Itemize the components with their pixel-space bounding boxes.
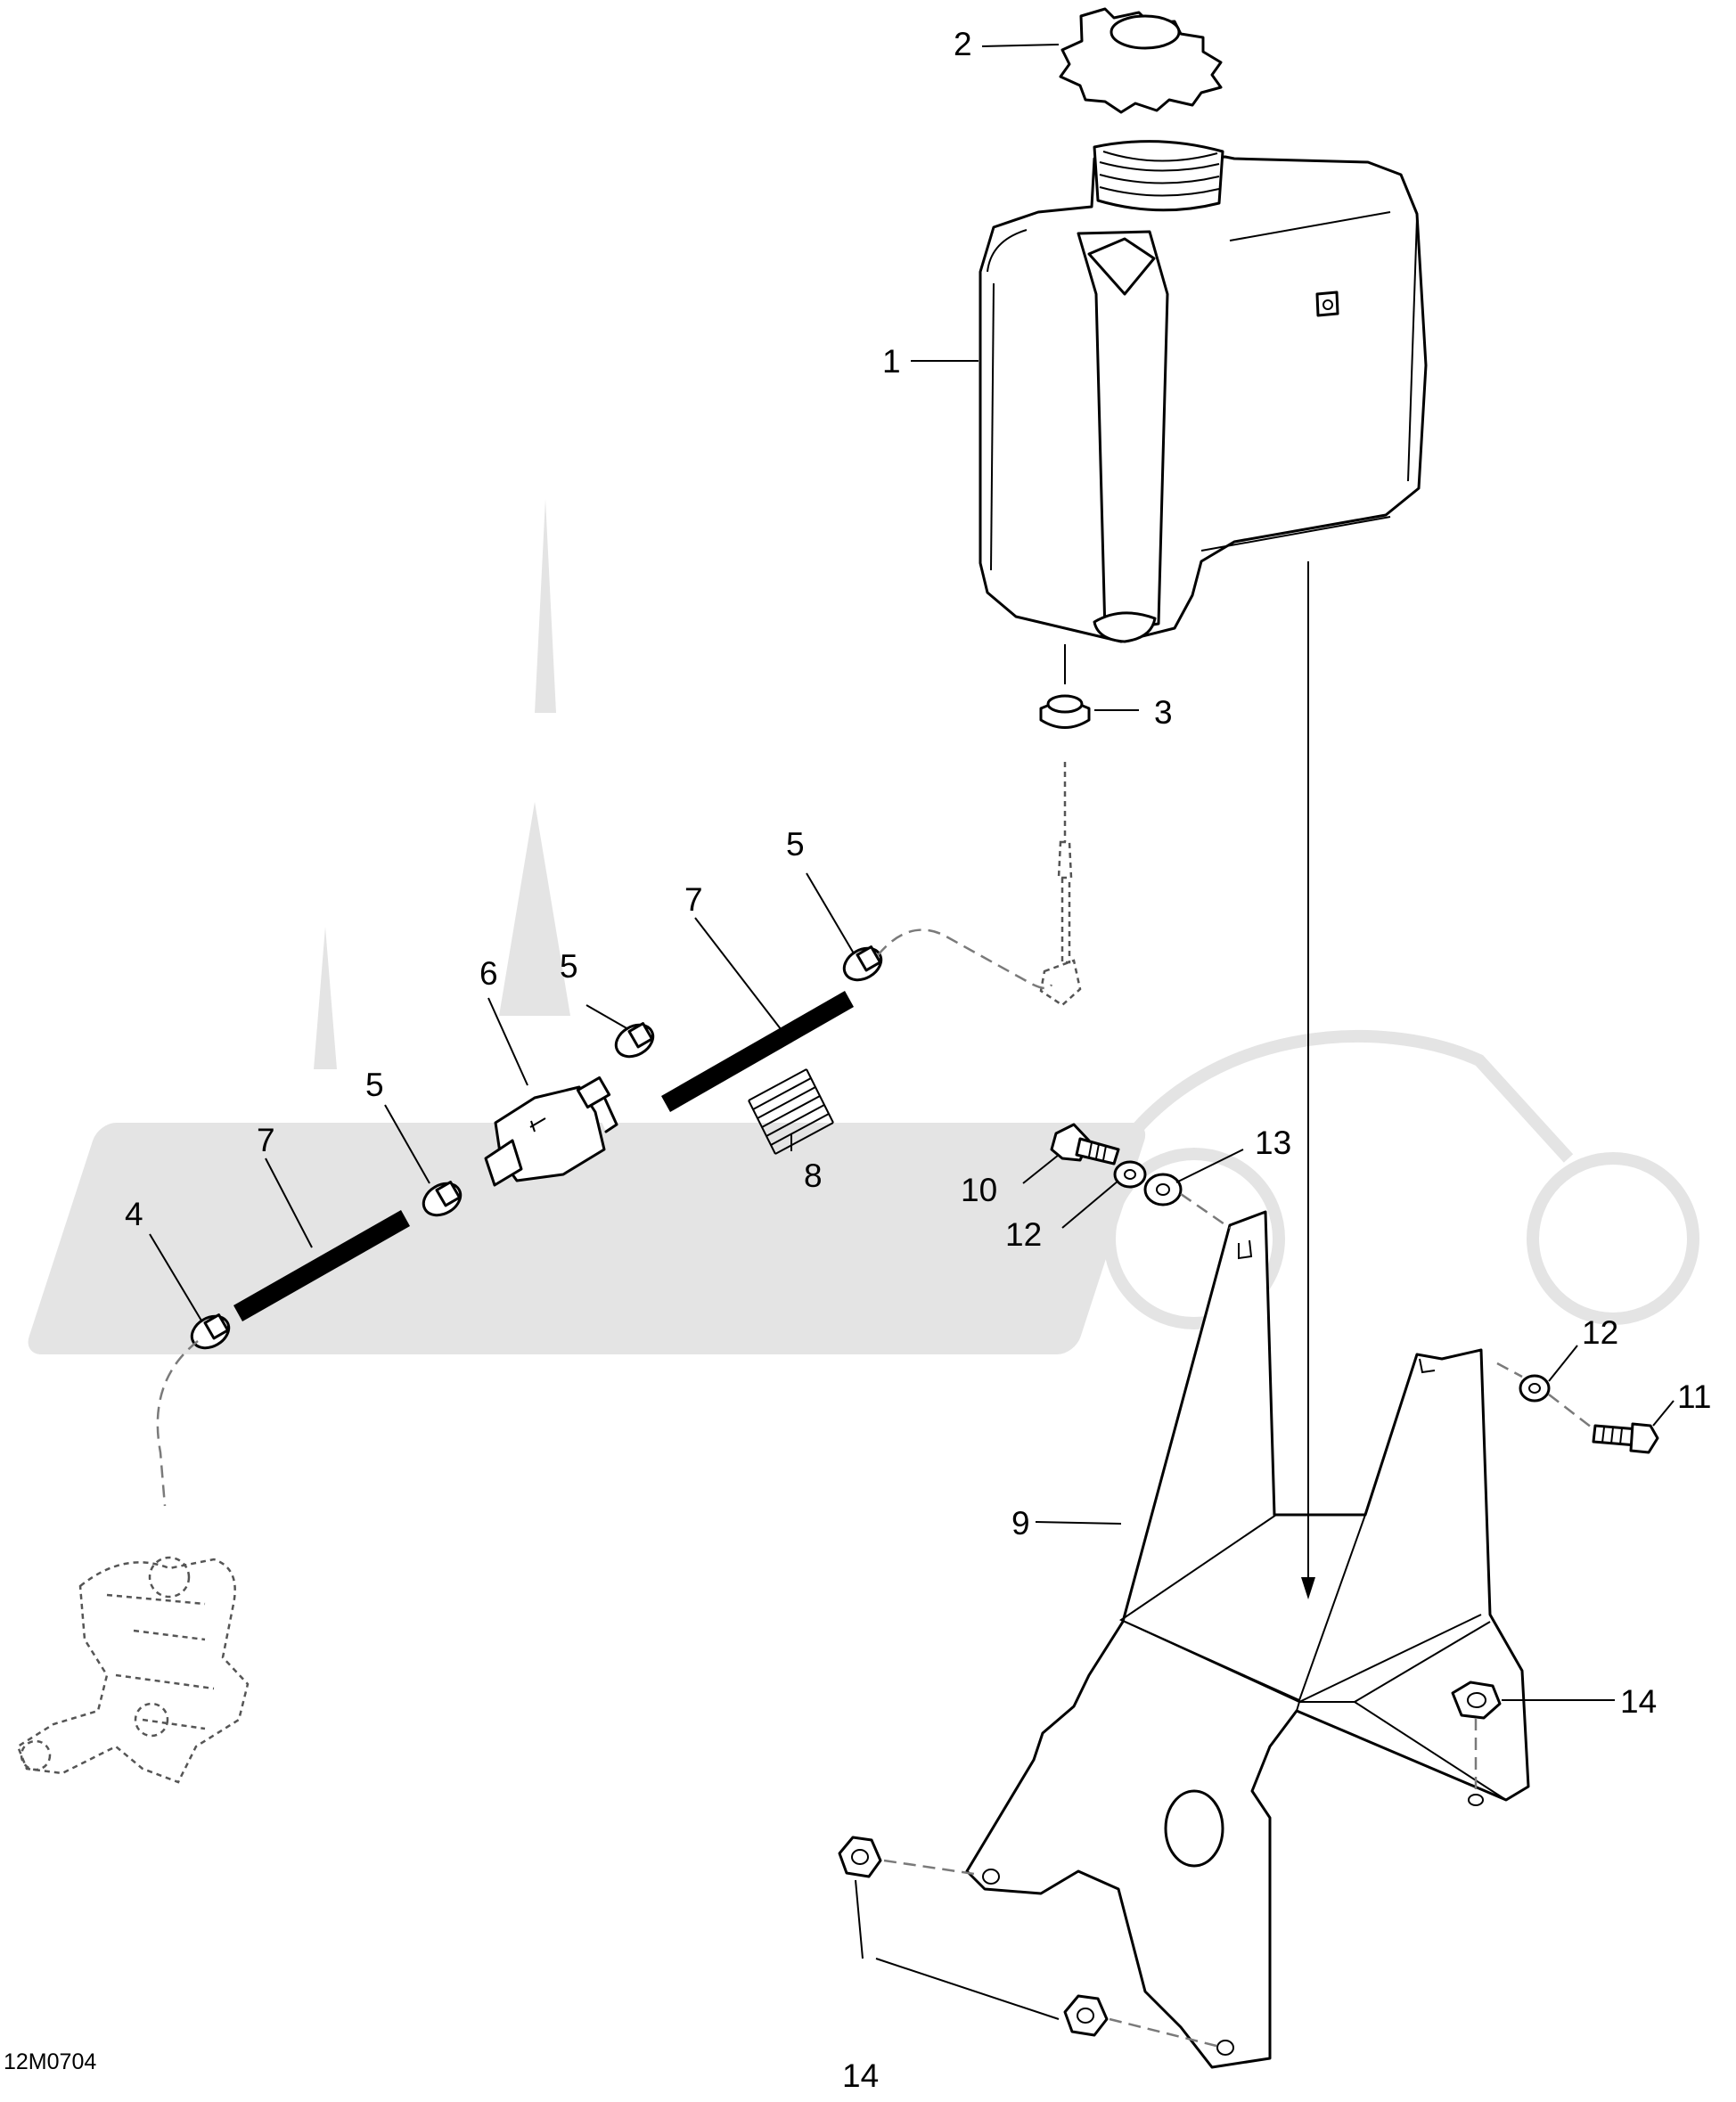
align-nut-left [883,1859,981,1877]
clamp-lower [422,1181,463,1217]
spring [748,1068,834,1155]
nut-right [1451,1681,1502,1720]
clamp-end [190,1313,231,1350]
callout-14-right: 14 [1620,1683,1657,1720]
fuel-filter [484,1076,618,1187]
clamp-mid [614,1022,655,1059]
callout-11: 11 [1677,1378,1711,1415]
install-arrow [1301,561,1315,1599]
callout-labels: 1 2 3 4 5 5 5 6 7 7 8 9 10 11 12 12 13 1… [125,26,1711,2094]
callout-4: 4 [125,1196,143,1232]
lock-washer-upper [1113,1160,1147,1189]
align-washer-bracket [1180,1192,1231,1230]
support-bracket [965,1210,1530,2069]
callout-6: 6 [479,955,498,992]
callout-3: 3 [1154,694,1173,731]
callout-1: 1 [882,343,901,380]
ghost-carburetor [16,1556,250,1784]
callout-14-bottom: 14 [842,2057,879,2094]
callout-12-lower: 12 [1582,1314,1618,1351]
watermark-logo [28,499,1699,1354]
callout-7-lower: 7 [257,1122,275,1158]
leader-lines [149,44,1675,2020]
hose-route-lower [156,1340,199,1507]
align-bracket-washer [1496,1362,1523,1378]
callout-9: 9 [1011,1505,1030,1542]
bolt-10 [1050,1123,1120,1166]
callout-5-lower: 5 [365,1067,384,1103]
callout-13: 13 [1255,1125,1291,1161]
filler-cap [1059,7,1223,114]
figure-code: 12M0704 [4,2049,96,2074]
grommet [1039,694,1091,729]
bolt-11 [1592,1422,1659,1454]
callout-5-mid: 5 [560,948,578,985]
hose-lower [233,1210,410,1321]
callout-10: 10 [961,1172,997,1208]
nut-left [838,1836,882,1878]
nut-bottom [1063,1994,1109,2037]
align-washer-bolt [1548,1394,1596,1431]
callout-2: 2 [954,26,972,62]
callout-12-upper: 12 [1005,1216,1042,1253]
callout-5-upper: 5 [786,826,805,863]
ghost-fitting [1039,762,1082,1007]
lock-washer-lower [1519,1374,1551,1403]
flat-washer [1143,1173,1183,1206]
clamp-upper [842,945,883,982]
oil-tank [979,140,1428,643]
callout-7-upper: 7 [684,881,703,918]
callout-8: 8 [804,1157,823,1194]
hose-route-upper [877,928,1053,990]
hose-upper [661,991,854,1112]
